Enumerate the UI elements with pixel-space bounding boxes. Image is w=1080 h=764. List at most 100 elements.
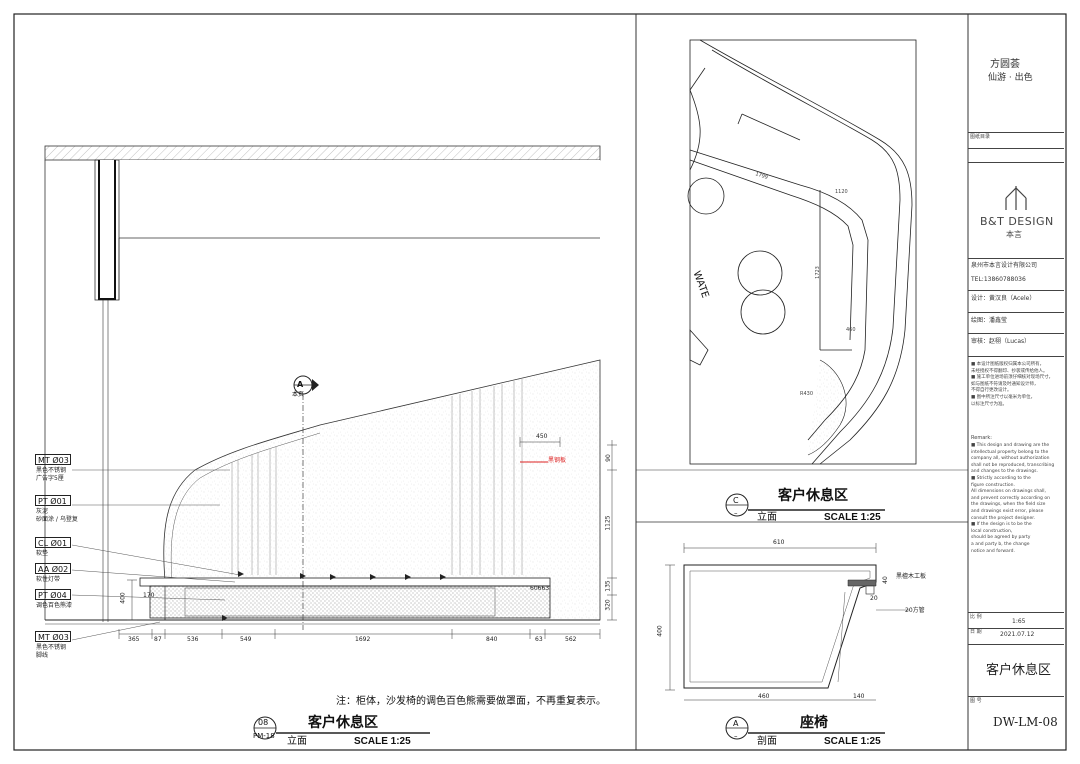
- note-en-line: and prevent correctly according on: [971, 495, 1050, 501]
- dim-top: 450: [536, 433, 548, 440]
- view-number-section: A: [733, 719, 739, 728]
- company-logo-cn: 本言: [1006, 230, 1022, 239]
- designer: 设计：黄汉良（Acele）: [971, 295, 1036, 302]
- section-dim-width: 610: [773, 539, 785, 546]
- legend-desc-mt03b-line1: 黑色不锈钢: [36, 644, 67, 651]
- tb-divider-11: [968, 644, 1064, 645]
- note-en-line: local construction,: [971, 528, 1013, 534]
- note-en-line: and changes to the drawings.: [971, 469, 1038, 475]
- note-en-line: All dimensions on drawings shall,: [971, 489, 1046, 495]
- section-marker-ref: 本页: [292, 391, 305, 398]
- drawing-title: 客户休息区: [986, 663, 1052, 678]
- company-tel: TEL:13860788036: [971, 276, 1026, 283]
- company-logo-text: B&T DESIGN: [980, 215, 1054, 228]
- dim-bottom-7: 63: [535, 636, 543, 643]
- view-title-section: 座椅: [800, 715, 828, 731]
- note-cn-line: 不得自行更改设计。: [971, 388, 1012, 394]
- side-label: 60663: [530, 585, 550, 592]
- legend-code-mt03-top: MT Ø03: [35, 454, 71, 465]
- view-type-section: 剖面: [757, 736, 777, 747]
- tb-divider-12: [968, 696, 1064, 697]
- project-subtitle: 仙游 · 出色: [988, 73, 1033, 83]
- dim-bottom-6: 840: [486, 636, 498, 643]
- legend-code-pt01: PT Ø01: [35, 495, 71, 506]
- plan-dim-4: 460: [846, 327, 856, 333]
- section-marker-letter: A: [297, 380, 304, 389]
- legend-desc-pt04: 调色百色熊漆: [36, 602, 73, 609]
- note-en-line: shall not be reproduced, transcribing: [971, 462, 1055, 468]
- tb-divider-4: [968, 258, 1064, 259]
- view-title-plan: 客户休息区: [778, 488, 848, 504]
- date-label: 日 期: [970, 629, 982, 635]
- view-number-plan: C: [733, 496, 739, 505]
- legend-desc-mt03-line2: 广告字5厘: [36, 475, 64, 482]
- section-dim-height: 400: [656, 625, 664, 637]
- section-dim-40: 40: [881, 576, 889, 584]
- section-dim-20: 20: [870, 595, 878, 602]
- view-scale-main: SCALE 1:25: [354, 736, 411, 747]
- note-en-line: intellectual property belong to the: [971, 449, 1049, 455]
- note-cn-line: ■ 本设计图纸版权归属本公司所有，: [971, 362, 1045, 367]
- note-en-line: consult the project designer.: [971, 515, 1036, 521]
- dim-left-2: 170: [143, 592, 155, 599]
- drawing-number: DW-LM-08: [993, 715, 1058, 729]
- legend-code-mt03-bottom: MT Ø03: [35, 631, 71, 642]
- dim-bottom-5: 1692: [355, 636, 371, 643]
- drafter: 绘图：潘鑫莹: [971, 317, 1008, 324]
- legend-code-cl01: CL Ø01: [35, 537, 71, 548]
- tb-divider-9: [968, 612, 1064, 613]
- note-en-line: and drawings exist error, please: [971, 508, 1044, 514]
- tb-divider-7: [968, 333, 1064, 334]
- note-cn-line: 如与图纸不符请及时通知设计师，: [971, 381, 1039, 387]
- section-dim-bottom: 460: [758, 693, 770, 700]
- view-ref-main: PM-18: [253, 732, 275, 740]
- plan-dim-3: 1723: [814, 266, 821, 279]
- note-en-line: notice and forward.: [971, 548, 1015, 554]
- legend-desc-mt03-line1: 黑色不锈钢: [36, 467, 67, 474]
- dim-right-1: 90: [604, 454, 612, 462]
- note-en-line: ■ If the design is to be the: [971, 522, 1032, 528]
- view-title-main: 客户休息区: [308, 715, 378, 731]
- dim-bottom-1: 365: [128, 636, 140, 643]
- dim-bottom-8: 562: [565, 636, 577, 643]
- view-ref-section: –: [734, 732, 738, 740]
- view-ref-plan: –: [734, 509, 738, 517]
- remark-title: Remark:: [971, 435, 992, 441]
- note-cn-line: ■ 施工单位进场前须仔细核对现场尺寸，: [971, 375, 1054, 381]
- scale-label: 比 例: [970, 614, 982, 620]
- tb-divider-2: [968, 148, 1064, 149]
- legend-desc-aa02: 软性灯带: [36, 576, 61, 583]
- red-label: 黑钢板: [548, 457, 567, 464]
- tb-divider-1: [968, 132, 1064, 133]
- dim-left-1: 400: [119, 592, 127, 604]
- legend-desc-mt03b-line2: 脚线: [36, 652, 49, 659]
- dim-right-3: 135: [604, 580, 612, 592]
- view-type-main: 立面: [287, 736, 307, 747]
- legend-code-pt04: PT Ø04: [35, 589, 71, 600]
- date-value: 2021.07.12: [1000, 631, 1035, 638]
- reviewer: 审核：赵栩（Lucas）: [971, 338, 1031, 345]
- note-en-line: company all, without authorization: [971, 456, 1050, 462]
- note-en-line: should be agreed by party: [971, 535, 1031, 541]
- section-label-pipe: 20方管: [905, 607, 925, 614]
- company-full-name: 泉州市本言设计有限公司: [971, 262, 1038, 269]
- notes-en: ■ This design and drawing are the intell…: [971, 443, 1063, 555]
- note-en-line: figure construction.: [971, 482, 1015, 488]
- tb-divider-3: [968, 162, 1064, 163]
- number-label: 图 号: [970, 698, 982, 704]
- view-scale-section: SCALE 1:25: [824, 736, 881, 747]
- tb-divider-5: [968, 290, 1064, 291]
- note-cn-line: 未经授权不得翻印、抄袭或传给他人。: [971, 368, 1048, 374]
- plan-dim-5: R430: [800, 391, 814, 397]
- note-cn-line: ■ 图中所注尺寸以毫米为单位，: [971, 394, 1036, 400]
- view-type-plan: 立面: [757, 512, 777, 523]
- section-dim-140: 140: [853, 693, 865, 700]
- section-label-wood: 黑檀木工板: [896, 573, 927, 580]
- note-en-line: ■ Strictly according to the: [971, 475, 1031, 481]
- plan-dim-2: 1120: [835, 189, 848, 195]
- note-en-line: ■ This design and drawing are the: [971, 443, 1050, 448]
- legend-code-aa02: AA Ø02: [35, 563, 71, 574]
- dim-right-4: 320: [604, 599, 612, 611]
- tb-section-label: 图纸目录: [970, 134, 991, 140]
- dim-bottom-2: 87: [154, 636, 162, 643]
